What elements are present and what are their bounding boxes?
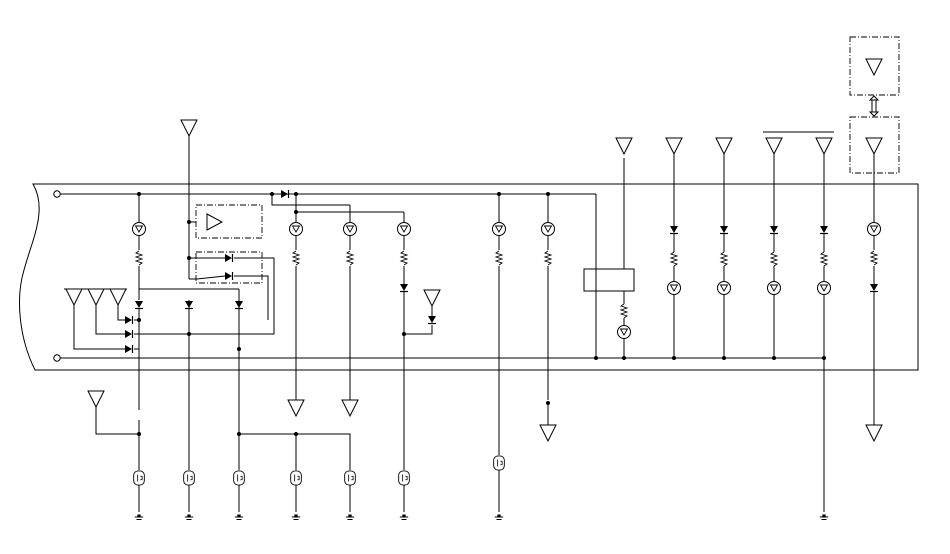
column-4 xyxy=(287,212,305,521)
bottom-left-input xyxy=(87,390,141,436)
column-12 xyxy=(815,137,833,521)
bus-top xyxy=(53,190,596,198)
left-input-group xyxy=(64,288,134,354)
column-5 xyxy=(341,205,359,521)
center-input-line xyxy=(180,119,225,280)
relay-block xyxy=(583,137,635,360)
column-7 xyxy=(492,192,506,521)
column-10 xyxy=(715,137,733,360)
column-1 xyxy=(132,192,146,521)
column-3 xyxy=(233,289,351,521)
amplifier-box xyxy=(195,204,263,239)
column-9 xyxy=(665,137,683,360)
column-13 xyxy=(849,36,900,442)
diode-pair-box xyxy=(139,251,275,335)
column-8 xyxy=(539,192,557,442)
column-2 xyxy=(139,288,239,521)
bus-bottom xyxy=(53,354,823,362)
column-6 xyxy=(397,212,441,521)
frame-outline xyxy=(19,183,919,371)
column-11 xyxy=(763,131,834,360)
